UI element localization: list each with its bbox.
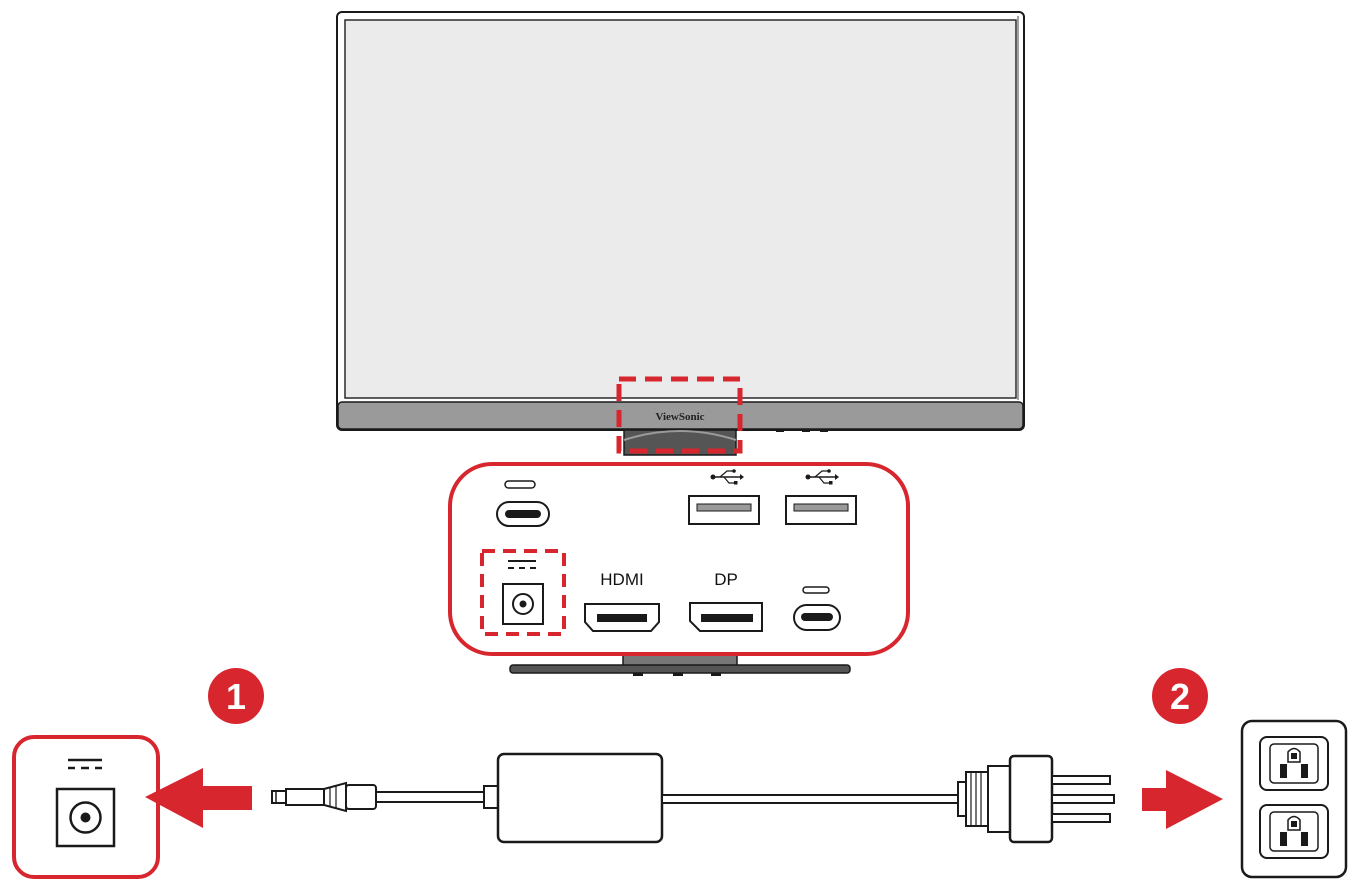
usb-c-port-top: [496, 501, 550, 527]
ports-panel: HDMI DP: [448, 462, 910, 656]
outlet-socket-top: [1259, 736, 1329, 791]
usb-c-icon: [504, 480, 536, 489]
hdmi-label: HDMI: [600, 570, 643, 589]
step-badge-1: 1: [208, 668, 264, 724]
outlet-socket-bottom: [1259, 804, 1329, 859]
step-number-1: 1: [226, 676, 246, 717]
dc-jack-icon: [502, 583, 544, 625]
dc-power-icon: [508, 560, 536, 569]
monitor: ViewSonic: [336, 11, 1025, 676]
arrow-left-icon: [145, 768, 252, 828]
usb-icon: [710, 469, 744, 485]
port-area-highlight: [616, 376, 743, 454]
hdmi-port-icon: [584, 603, 660, 632]
displayport-icon: [689, 602, 763, 632]
usb-a-port-2: [785, 495, 857, 525]
usb-c-icon: [802, 586, 830, 594]
step-badge-2: 2: [1152, 668, 1208, 724]
power-adapter-icon: [271, 752, 967, 844]
dc-jack-icon: [55, 787, 116, 848]
monitor-stand-base: [509, 653, 851, 676]
dc-power-icon: [68, 758, 102, 770]
step-number-2: 2: [1170, 676, 1190, 717]
power-plug-icon: [957, 754, 1115, 844]
dp-label: DP: [714, 570, 738, 589]
arrow-right-icon: [1142, 770, 1223, 829]
usb-c-port-bottom: [793, 604, 841, 631]
ports-panel-outline: [448, 462, 910, 656]
monitor-brand-logo: ViewSonic: [655, 411, 704, 423]
monitor-bottom-bezel: [337, 401, 1024, 430]
wall-outlet-icon: [1240, 719, 1348, 879]
usb-icon: [805, 469, 839, 485]
adapter-brick: [496, 752, 664, 844]
dc-input-closeup: [12, 735, 160, 879]
usb-a-port-1: [688, 495, 760, 525]
monitor-screen: [344, 19, 1017, 399]
